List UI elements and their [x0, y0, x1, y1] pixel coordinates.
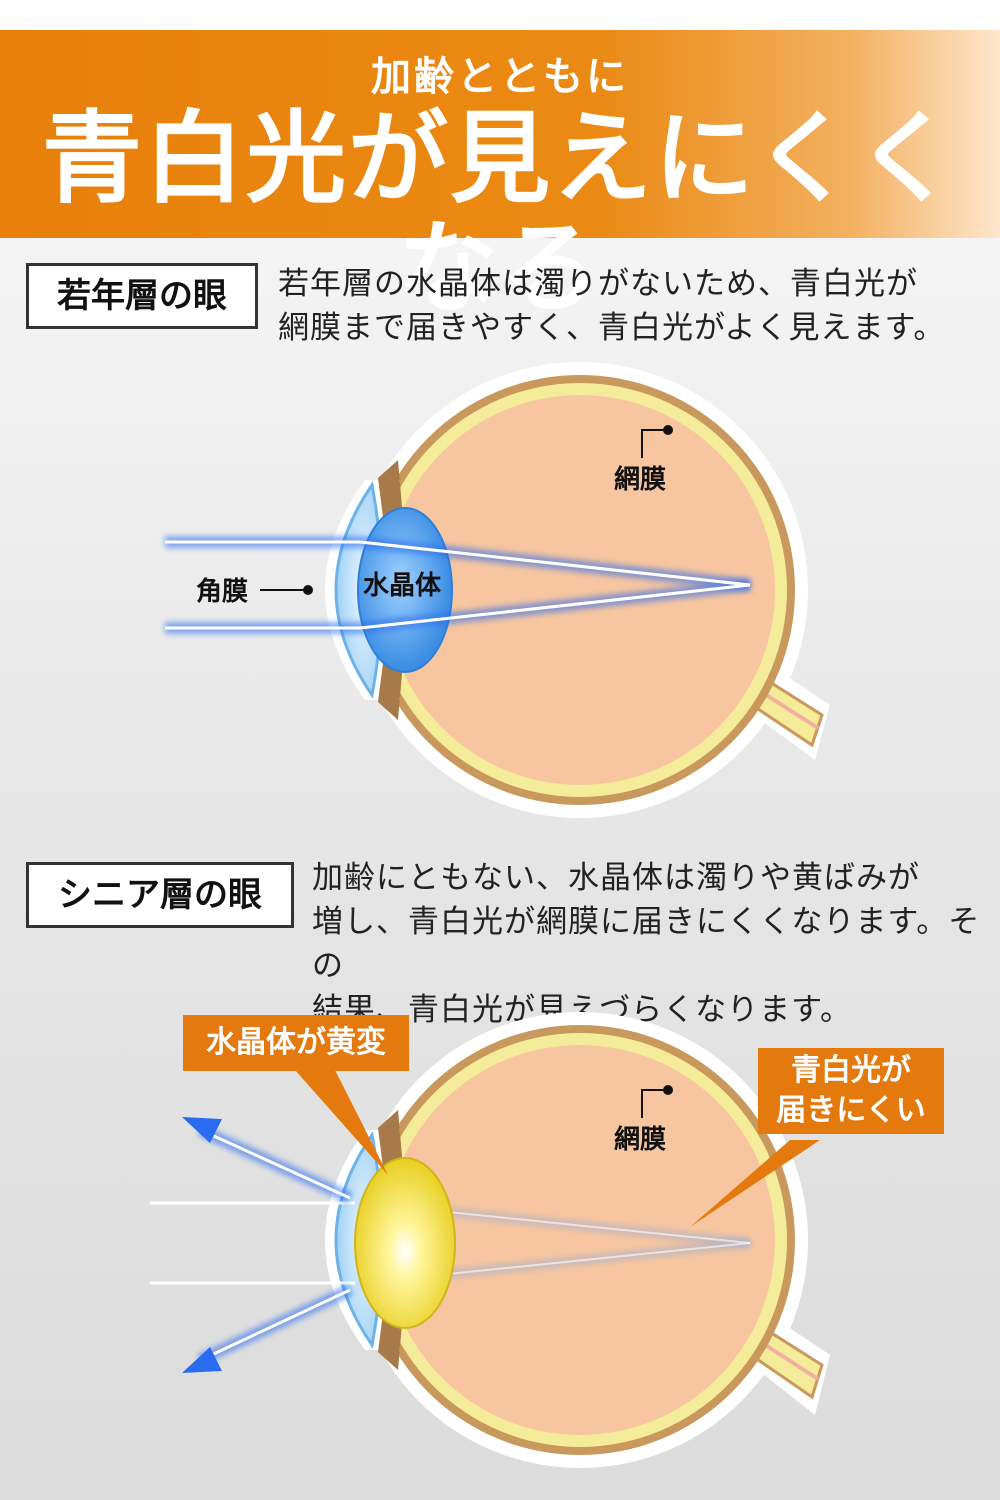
reflected-light-arrows	[182, 1117, 353, 1373]
senior-eye-diagram: 網膜	[150, 1012, 830, 1468]
incoming-light-rays	[150, 1197, 355, 1289]
young-eye-diagram: 網膜 角膜 水晶体	[165, 362, 830, 818]
young-description-line: 網膜まで届きやすく、青白光がよく見えます。	[278, 310, 946, 346]
eyeball	[385, 1045, 775, 1435]
senior-label: シニア層の眼	[26, 862, 294, 928]
retina-label: 網膜	[614, 464, 666, 495]
callout-light-line: 青白光が	[791, 1053, 911, 1088]
callout-light-blocked: 青白光が 届きにくい	[758, 1048, 944, 1134]
retina-pointer	[641, 429, 668, 458]
cornea-pointer-dot	[303, 585, 313, 595]
callout-light-pointer	[690, 1140, 820, 1227]
young-description-line: 若年層の水晶体は濁りがないため、青白光が	[278, 266, 918, 302]
arrow-up-head	[182, 1117, 222, 1143]
header-banner: 加齢とともに 青白光が見えにくくなる	[0, 30, 1000, 324]
light-rays	[165, 536, 751, 634]
retina-label: 網膜	[614, 1124, 666, 1155]
retina-pointer-dot	[663, 425, 673, 435]
cornea-label: 角膜	[196, 576, 248, 607]
retina-pointer	[641, 1089, 668, 1118]
header-subtitle: 加齢とともに	[371, 54, 629, 100]
retina-pointer-dot	[663, 1085, 673, 1095]
lens-yellow	[354, 1157, 456, 1329]
senior-description: 加齢にともない、水晶体は濁りや黄ばみが 増し、青白光が網膜に届きにくくなります。…	[312, 856, 1000, 1032]
header-title: 青白光が見えにくくなる	[42, 100, 958, 327]
young-label: 若年層の眼	[26, 263, 258, 329]
callout-lens-pointer	[295, 1070, 388, 1175]
senior-description-line: 増し、青白光が網膜に届きにくくなります。その	[312, 904, 981, 984]
callout-light-line: 届きにくい	[776, 1093, 926, 1128]
young-description: 若年層の水晶体は濁りがないため、青白光が 網膜まで届きやすく、青白光がよく見えま…	[278, 262, 945, 350]
callout-lens-yellowing: 水晶体が黄変	[183, 1015, 409, 1071]
eyeball	[385, 395, 775, 785]
senior-description-line: 加齢にともない、水晶体は濁りや黄ばみが	[312, 860, 920, 896]
arrow-down-head	[182, 1347, 222, 1373]
lens-label: 水晶体	[363, 571, 442, 601]
